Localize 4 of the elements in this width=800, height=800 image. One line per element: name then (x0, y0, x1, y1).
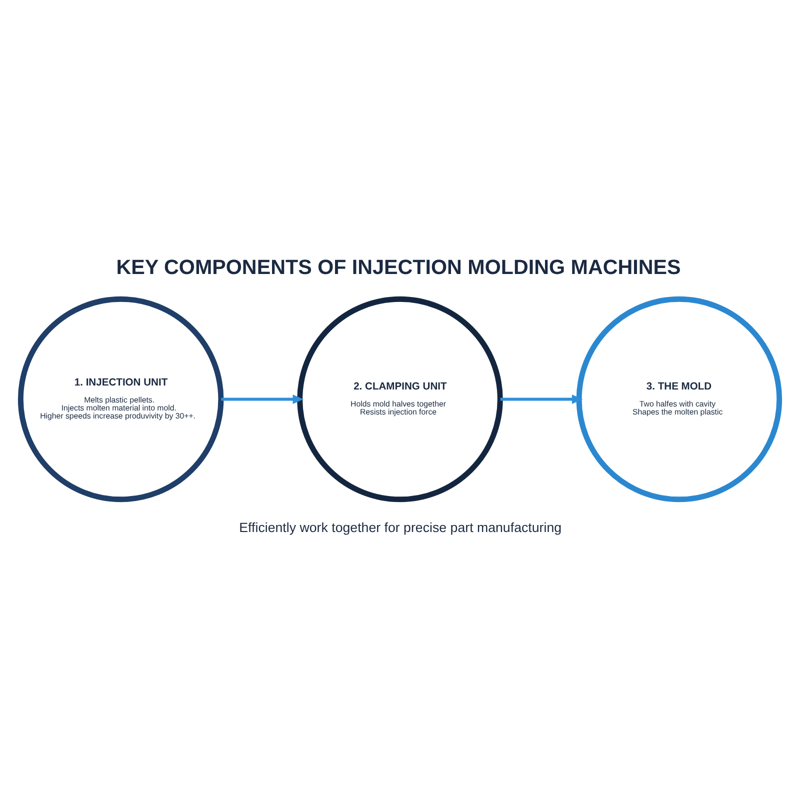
arrow (500, 394, 583, 404)
diagram-title: KEY COMPONENTS OF INJECTION MOLDING MACHINES (116, 256, 681, 279)
arrow (221, 394, 304, 404)
caption: Efficiently work together for precise part manufacturing (239, 520, 562, 535)
